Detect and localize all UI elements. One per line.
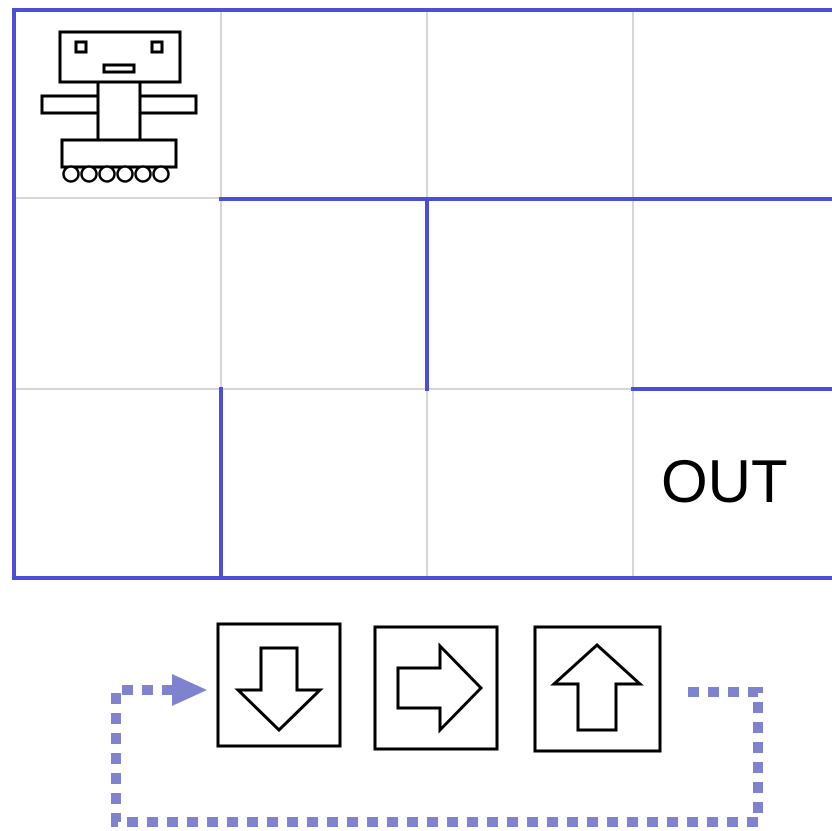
command-tile-up (535, 627, 660, 751)
command-tile-down (218, 624, 340, 746)
command-sequence (218, 624, 660, 751)
command-tile-right (375, 627, 497, 749)
robot-mouth (104, 65, 134, 72)
exit-label: OUT (661, 448, 788, 515)
robot-head (60, 32, 180, 82)
robot-eye-left (76, 42, 86, 52)
robot-base (62, 140, 176, 167)
robot-eye-right (152, 42, 162, 52)
loop-arrowhead-icon (172, 674, 207, 706)
robot-body (98, 82, 140, 140)
robot-wheels (64, 167, 169, 182)
robot-icon (42, 32, 196, 182)
